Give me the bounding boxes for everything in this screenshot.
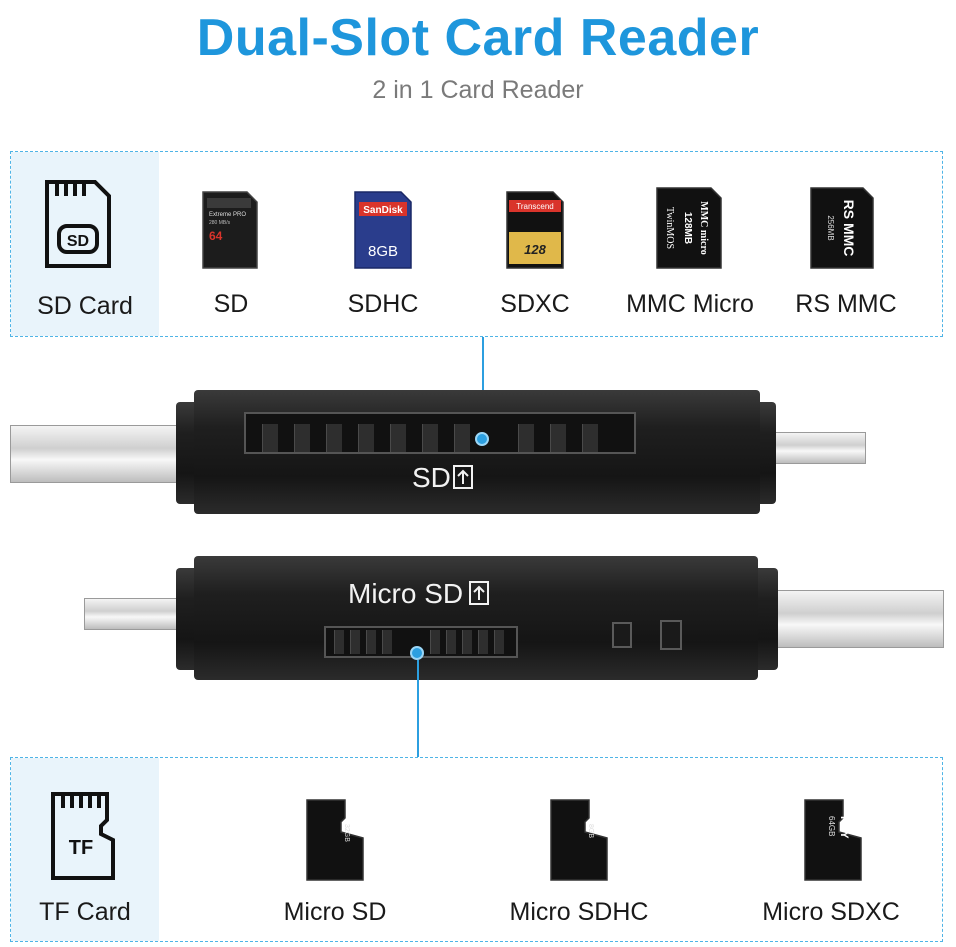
sd-panel-header: SD SD Card [11,152,159,336]
card-label-rs-mmc: RS MMC [795,290,897,318]
card-label-micro-sdhc: Micro SDHC [509,898,649,926]
sd-panel-label: SD Card [37,292,133,320]
mmc-micro-card-image: MMC micro 128MB TwinMOS [656,187,722,269]
card-label-micro-sd: Micro SD [283,898,387,926]
slot-pin [262,424,278,452]
card-label-micro-sdxc: Micro SDXC [762,898,900,926]
sdxc-card-capacity: 128 [524,242,546,257]
micro-sd-card-image: 32GB [306,799,364,881]
card-label-mmc-micro: MMC Micro [626,290,754,318]
reader-end-cap-right-bottom [754,568,778,670]
micro-sdxc-capacity: 64GB [827,816,836,836]
usb-c-connector [770,432,866,464]
mmc-micro-brand: TwinMOS [664,207,675,249]
reader-body-bottom [194,556,758,680]
sd-card-brand-text: Extreme PRO [209,212,246,218]
sdhc-card-capacity: 8GB [368,243,398,260]
slot-pin [430,630,440,654]
card-label-sd: SD [213,290,249,318]
slot-pin [446,630,456,654]
sdxc-card-brand: Transcend [516,202,554,211]
slot-pin [350,630,360,654]
slot-pin [382,630,392,654]
rs-mmc-text: RS MMC [841,200,857,257]
tf-card-icon: TF [51,792,115,880]
slot-pin [518,424,534,452]
slot-pin [494,630,504,654]
micro-sdxc-brand: PNY [838,816,850,839]
slot-pin [326,424,342,452]
slot-pin [462,630,472,654]
micro-sd-slot-label: Micro SD [348,578,490,610]
mmc-micro-text: MMC micro [698,201,709,254]
usb-a-connector-bottom [772,590,944,648]
tf-pointer-line [417,660,419,757]
micro-sdhc-capacity: 8GB [587,824,594,838]
slot-pin [358,424,374,452]
micro-sd-slot-marker [410,646,424,660]
sd-pointer-line [482,337,484,435]
page-subtitle: 2 in 1 Card Reader [372,76,584,104]
slot-pin [294,424,310,452]
sd-card-speed-text: 280 MB/s [209,220,231,226]
slot-pin [422,424,438,452]
reader-end-cap-right [756,402,776,504]
tf-panel-header: TF TF Card [11,758,159,941]
sd-icon-text: SD [67,233,89,250]
reader-end-cap-left-bottom [176,568,198,670]
sd-card-panel: SD SD Card Extreme PRO 280 MB/s 64 SD Sa… [10,151,943,337]
mmc-micro-capacity: 128MB [682,212,693,244]
slot-pin [454,424,470,452]
micro-sdhc-card-image: 8GB [550,799,608,881]
slot-pin [550,424,566,452]
sdhc-card-brand: SanDisk [363,205,403,216]
rs-mmc-card-image: RS MMC 256MB [810,187,874,269]
card-label-sdhc: SDHC [347,290,419,318]
micro-sd-slot-label-text: Micro SD [348,578,464,609]
sd-card-capacity: 64 [209,229,223,243]
tf-icon-text: TF [69,837,93,859]
page-title: Dual-Slot Card Reader [196,9,760,67]
usb-a-connector [10,425,182,483]
slot-pin [582,424,598,452]
slot-pin [478,630,488,654]
card-label-sdxc: SDXC [500,290,570,318]
rs-mmc-capacity: 256MB [826,215,835,240]
micro-sdxc-card-image: PNY 64GB [804,799,862,881]
sdhc-card-image: SanDisk 8GB [354,191,412,269]
tf-panel-label: TF Card [39,898,131,926]
led-window [612,622,632,648]
micro-sd-capacity: 32GB [343,824,350,842]
sdxc-card-image: Transcend 128 [506,191,564,269]
slot-pin [334,630,344,654]
usb-c-connector-bottom [84,598,184,630]
sd-card-image: Extreme PRO 280 MB/s 64 [202,191,258,269]
slot-pin [390,424,406,452]
sd-slot-marker [475,432,489,446]
sd-slot-label: SD [412,462,473,494]
led-window [660,620,682,650]
sd-card-icon: SD [45,180,111,268]
insert-arrow-icon [469,581,490,605]
insert-arrow-icon [452,465,473,489]
sd-slot-label-text: SD [412,462,451,493]
tf-card-panel: TF TF Card 32GB Micro SD 8GB Micro SDHC … [10,757,943,942]
slot-pin [366,630,376,654]
